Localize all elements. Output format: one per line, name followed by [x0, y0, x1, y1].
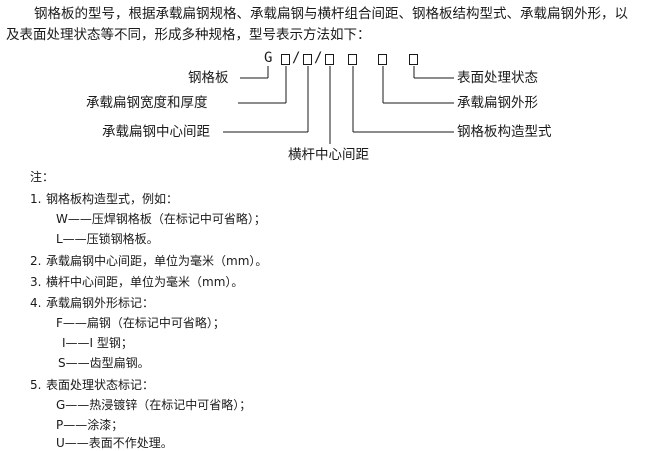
- intro-line-2: 及表面处理状态等不同，形成多种规格，型号表示方法如下：: [6, 27, 371, 43]
- designation-prefix: G: [264, 50, 273, 66]
- bar-shape-box: [378, 54, 387, 65]
- note-number: 4.: [30, 296, 42, 310]
- label-bar-pitch: 承载扁钢中心间距: [102, 124, 210, 140]
- note-number: 5.: [30, 378, 42, 392]
- note-number: 3.: [30, 275, 42, 289]
- note-sub-item: P——涂漆；: [56, 418, 124, 432]
- label-grating: 钢格板: [188, 70, 229, 86]
- note-sub-item: W——压焊钢格板（在标记中可省略）；: [56, 212, 266, 226]
- note-sub-item: U——表面不作处理。: [56, 436, 173, 450]
- note-text: 承载扁钢中心间距，单位为毫米（mm）。: [46, 254, 268, 268]
- note-text: 承载扁钢外形标记：: [46, 296, 155, 310]
- structure-type-box: [348, 54, 357, 65]
- crossbar-pitch-box: [325, 54, 334, 65]
- separator-1: /: [292, 50, 301, 66]
- note-sub-item: I——I 型钢；: [62, 336, 133, 350]
- separator-2: /: [314, 50, 323, 66]
- label-structure-type: 钢格板构造型式: [457, 124, 552, 140]
- label-surface-treatment: 表面处理状态: [457, 70, 538, 86]
- label-bar-shape: 承载扁钢外形: [457, 95, 538, 111]
- surface-treatment-box: [409, 54, 418, 65]
- note-text: 横杆中心间距，单位为毫米（mm）。: [46, 275, 244, 289]
- note-text: 表面处理状态标记：: [46, 378, 155, 392]
- label-bar-width-thickness: 承载扁钢宽度和厚度: [86, 95, 208, 111]
- label-crossbar-pitch: 横杆中心间距: [288, 147, 369, 163]
- note-number: 2.: [30, 254, 42, 268]
- note-sub-item: S——齿型扁钢。: [58, 356, 150, 370]
- notes-heading: 注：: [30, 170, 55, 184]
- bearing-pitch-box: [303, 54, 312, 65]
- intro-line-1: 钢格板的型号，根据承载扁钢规格、承载扁钢与横杆组合间距、钢格板结构型式、承载扁钢…: [34, 6, 628, 22]
- note-number: 1.: [30, 192, 42, 206]
- note-sub-item: F——扁钢（在标记中可省略）；: [56, 316, 225, 330]
- width-thickness-box: [281, 54, 290, 65]
- note-text: 钢格板构造型式，例如：: [46, 192, 179, 206]
- note-sub-item: G——热浸镀锌（在标记中可省略）；: [56, 398, 252, 412]
- note-sub-item: L——压锁钢格板。: [56, 232, 159, 246]
